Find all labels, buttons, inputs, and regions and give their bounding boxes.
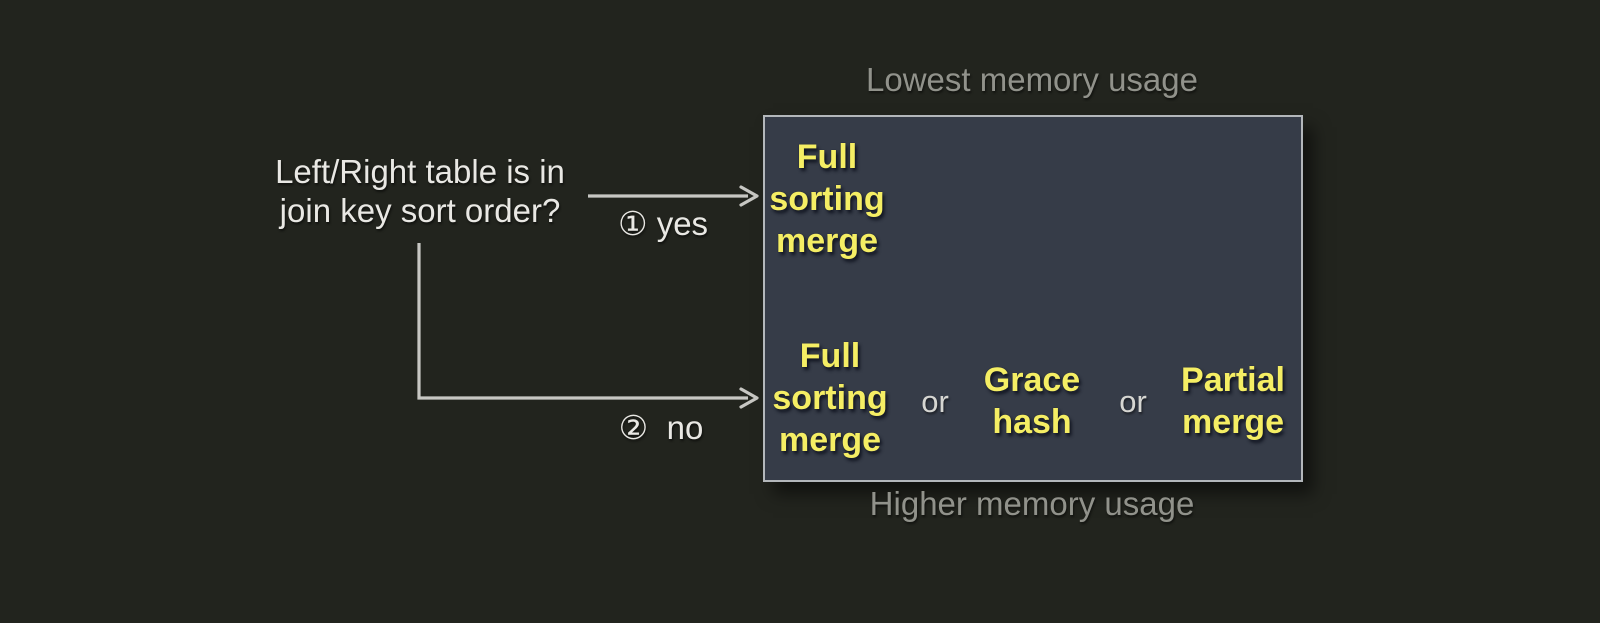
- no-arrow-head: [739, 387, 759, 409]
- question-text: Left/Right table is in join key sort ord…: [275, 153, 565, 229]
- no-elbow-line: [417, 243, 748, 400]
- yes-arrow-head: [739, 185, 759, 207]
- join-algorithms-box: Full sorting merge Full sorting merge or…: [763, 115, 1303, 482]
- algorithm-grace-hash: Grace hash: [983, 361, 1081, 441]
- algorithm-full-sorting-merge-sorted: Full sorting merge: [769, 138, 885, 260]
- branch-label-yes: ① yes: [617, 205, 709, 242]
- algorithm-full-sorting-merge-unsorted: Full sorting merge: [772, 337, 888, 459]
- memory-caption-lowest: Lowest memory usage: [866, 61, 1198, 98]
- algorithm-partial-merge: Partial merge: [1181, 361, 1285, 441]
- branch-label-no: ② no: [618, 409, 704, 446]
- or-separator-1: or: [921, 384, 949, 419]
- memory-caption-higher: Higher memory usage: [869, 485, 1195, 522]
- or-separator-2: or: [1119, 384, 1147, 419]
